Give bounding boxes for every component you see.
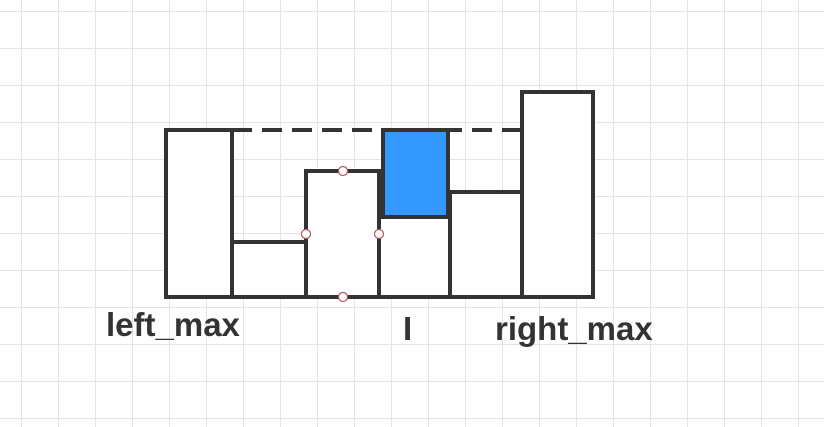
selection-handle-top[interactable] bbox=[337, 165, 349, 177]
selection-handle-bottom[interactable] bbox=[337, 291, 349, 303]
selection-handle-right[interactable] bbox=[373, 228, 385, 240]
bar-left-max bbox=[164, 128, 234, 299]
bar-i bbox=[377, 215, 452, 299]
index-i-label: I bbox=[403, 310, 413, 347]
right-max-label: right_max bbox=[495, 310, 653, 347]
bar-5 bbox=[448, 190, 524, 299]
left-max-label: left_max bbox=[106, 306, 240, 343]
bar-2 bbox=[230, 240, 308, 299]
bar-3[interactable] bbox=[304, 169, 381, 299]
selection-handle-left[interactable] bbox=[300, 228, 312, 240]
bar-right-max bbox=[520, 90, 595, 299]
trapped-water-block bbox=[381, 128, 450, 219]
